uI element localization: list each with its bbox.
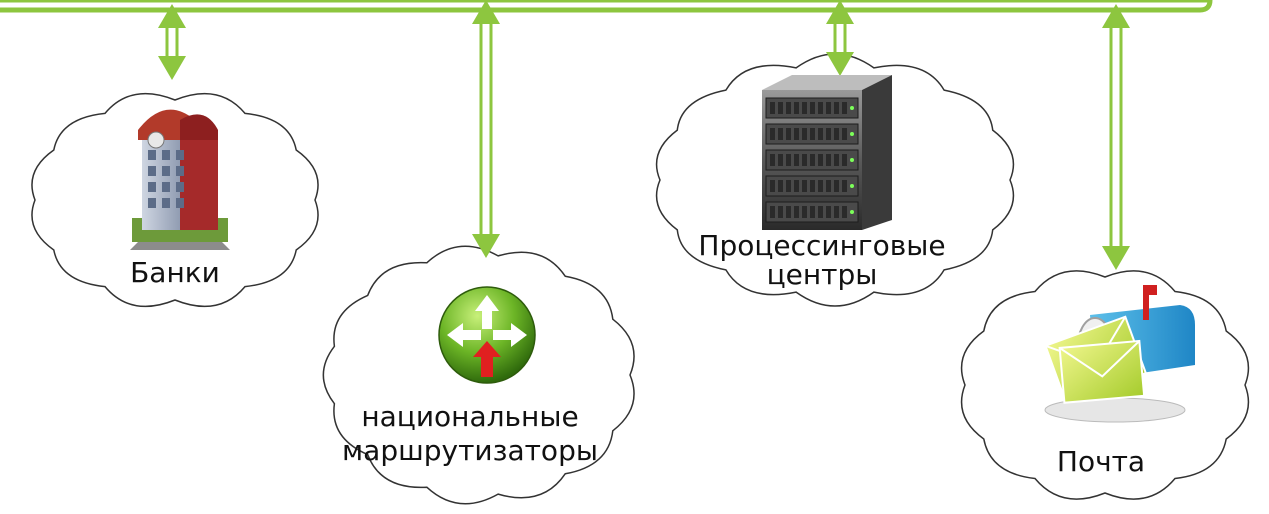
rack-vent <box>810 206 815 218</box>
rack-led <box>850 132 854 136</box>
node-label-routers-line1: национальные <box>361 400 578 433</box>
rack-vent <box>770 154 775 166</box>
rack-vent <box>778 206 783 218</box>
rack-vent <box>842 154 847 166</box>
node-label-routers-line2: маршрутизаторы <box>342 434 598 467</box>
rack-vent <box>818 206 823 218</box>
rack-vent <box>842 180 847 192</box>
rack-vent <box>818 102 823 114</box>
mailbox-icon <box>1044 285 1195 423</box>
arrow-banks <box>158 4 186 80</box>
rack-vent <box>810 154 815 166</box>
rack-led <box>850 184 854 188</box>
rack-vent <box>786 102 791 114</box>
bank-building-icon <box>130 109 230 250</box>
rack-vent <box>818 154 823 166</box>
rack-vent <box>802 154 807 166</box>
rack-vent <box>770 206 775 218</box>
rack-vent <box>834 154 839 166</box>
rack-vent <box>842 206 847 218</box>
rack-vent <box>802 102 807 114</box>
rack-vent <box>818 180 823 192</box>
rack-vent <box>834 180 839 192</box>
server-rack-icon <box>762 75 892 230</box>
rack-vent <box>810 128 815 140</box>
rack-vent <box>826 154 831 166</box>
rack-vent <box>794 206 799 218</box>
rack-vent <box>834 206 839 218</box>
rack-vent <box>778 180 783 192</box>
rack-vent <box>810 180 815 192</box>
rack-vent <box>794 128 799 140</box>
node-label-processing-line1: Процессинговые <box>698 229 945 262</box>
rack-vent <box>826 102 831 114</box>
rack-vent <box>802 180 807 192</box>
rack-vent <box>818 128 823 140</box>
arrow-processing <box>826 0 854 76</box>
node-label-mail: Почта <box>1057 445 1145 478</box>
rack-vent <box>770 102 775 114</box>
rack-vent <box>778 154 783 166</box>
rack-led <box>850 106 854 110</box>
network-router-icon <box>438 286 536 384</box>
rack-vent <box>826 180 831 192</box>
rack-vent <box>786 180 791 192</box>
rack-vent <box>778 102 783 114</box>
rack-vent <box>842 128 847 140</box>
rack-vent <box>770 180 775 192</box>
rack-vent <box>826 206 831 218</box>
rack-vent <box>834 128 839 140</box>
rack-vent <box>802 128 807 140</box>
rack-vent <box>770 128 775 140</box>
rack-vent <box>786 206 791 218</box>
rack-led <box>850 210 854 214</box>
node-label-processing-line2: центры <box>767 258 878 291</box>
rack-vent <box>834 102 839 114</box>
rack-vent <box>794 180 799 192</box>
rack-vent <box>842 102 847 114</box>
rack-vent <box>802 206 807 218</box>
rack-vent <box>786 154 791 166</box>
arrow-routers <box>472 0 500 258</box>
rack-vent <box>810 102 815 114</box>
rack-led <box>850 158 854 162</box>
rack-vent <box>786 128 791 140</box>
network-bus <box>0 0 1213 13</box>
rack-vent <box>826 128 831 140</box>
rack-vent <box>778 128 783 140</box>
rack-vent <box>794 102 799 114</box>
rack-vent <box>794 154 799 166</box>
arrow-mail <box>1102 4 1130 270</box>
node-label-banks: Банки <box>130 256 220 289</box>
